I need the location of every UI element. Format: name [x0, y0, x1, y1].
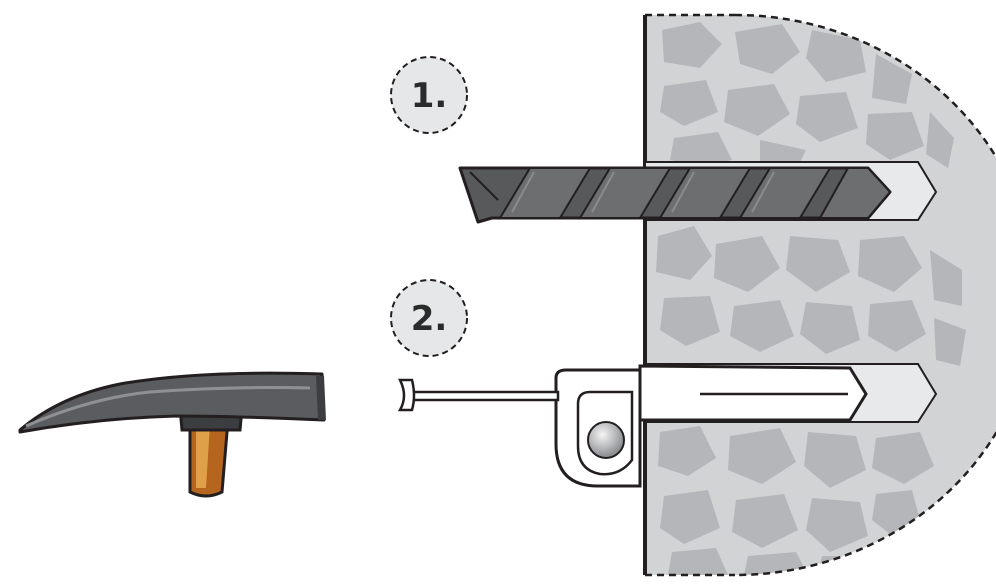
step-badge-2: 2.	[390, 279, 468, 357]
step-badge-1: 1.	[390, 56, 468, 134]
hook-icon	[554, 368, 642, 488]
drill-bit-icon	[458, 166, 892, 224]
nail-icon	[397, 378, 560, 412]
hook-ball	[587, 421, 625, 459]
step-label-2: 2.	[411, 299, 448, 339]
hammer-icon	[18, 371, 326, 498]
wall-plug-icon	[638, 364, 868, 422]
stone-wall-icon	[643, 13, 996, 577]
step-label-1: 1.	[411, 76, 448, 116]
